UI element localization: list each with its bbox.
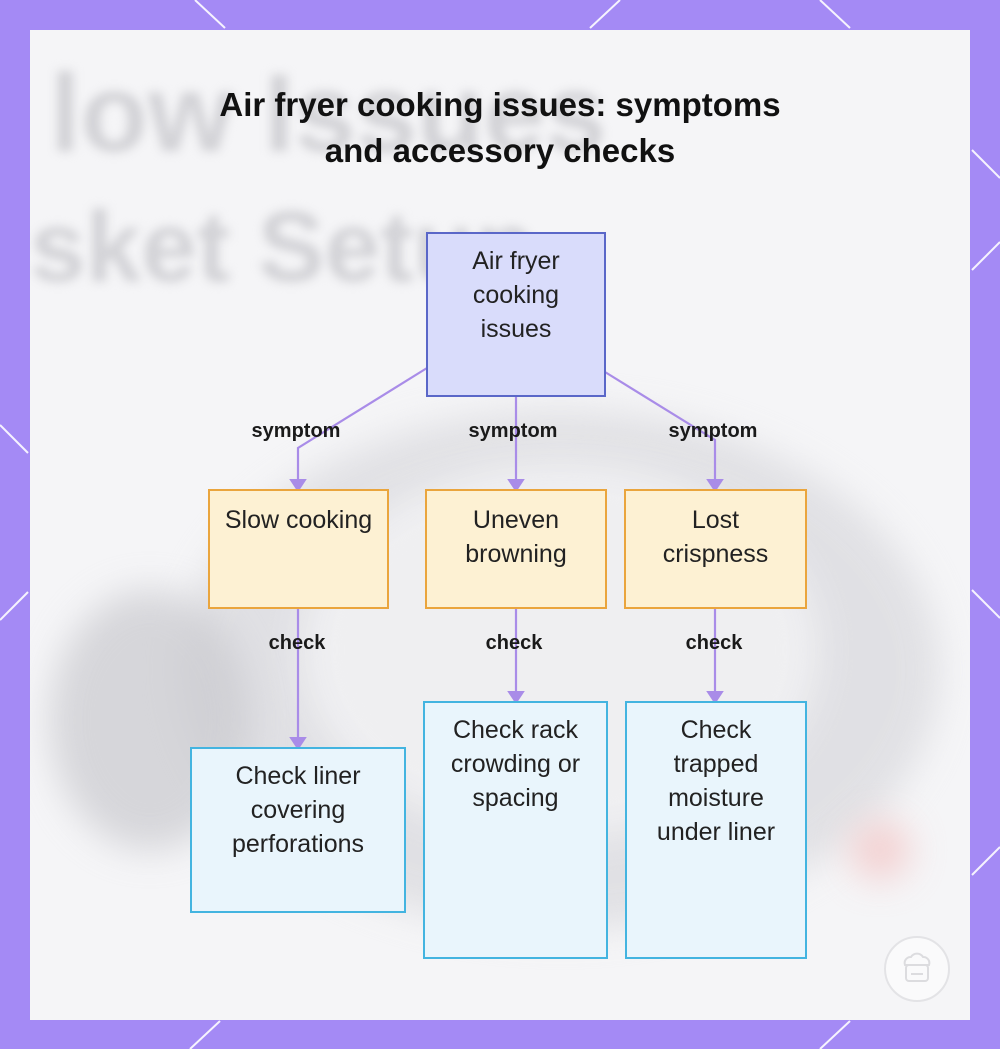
check-node-liner: Check liner covering perforations bbox=[190, 747, 406, 913]
chef-logo-icon bbox=[884, 936, 950, 1002]
symptom-node-lost-crispness: Lost crispness bbox=[624, 489, 807, 609]
root-node-label: Air fryer cooking issues bbox=[472, 247, 560, 343]
check-node-label: Check trapped moisture under liner bbox=[656, 716, 776, 846]
symptom-node-label: Uneven browning bbox=[465, 506, 567, 568]
edge-label-symptom-1: symptom bbox=[251, 420, 341, 442]
check-node-moisture: Check trapped moisture under liner bbox=[625, 701, 807, 959]
symptom-node-label: Slow cooking bbox=[224, 506, 373, 534]
check-node-label: Check rack crowding or spacing bbox=[450, 716, 581, 812]
check-node-label: Check liner covering perforations bbox=[231, 762, 365, 858]
background-text-line1: low Issues bbox=[50, 52, 607, 175]
title-line1: Air fryer cooking issues: symptoms bbox=[219, 86, 781, 123]
edge-root-to-lost bbox=[604, 371, 724, 493]
diagram-title: Air fryer cooking issues: symptoms and a… bbox=[0, 82, 1000, 174]
background-photo-blur bbox=[850, 820, 910, 880]
edge-label-symptom-3: symptom bbox=[668, 420, 758, 442]
edge-label-symptom-2: symptom bbox=[468, 420, 558, 442]
root-node: Air fryer cooking issues bbox=[426, 232, 606, 397]
edge-label-check-3: check bbox=[685, 632, 743, 654]
title-line2: and accessory checks bbox=[324, 132, 676, 169]
edge-label-check-2: check bbox=[485, 632, 543, 654]
check-node-rack: Check rack crowding or spacing bbox=[423, 701, 608, 959]
edge-root-to-slow bbox=[289, 367, 428, 493]
symptom-node-label: Lost crispness bbox=[662, 506, 769, 568]
symptom-node-uneven-browning: Uneven browning bbox=[425, 489, 607, 609]
symptom-node-slow-cooking: Slow cooking bbox=[208, 489, 389, 609]
edge-label-check-1: check bbox=[268, 632, 326, 654]
